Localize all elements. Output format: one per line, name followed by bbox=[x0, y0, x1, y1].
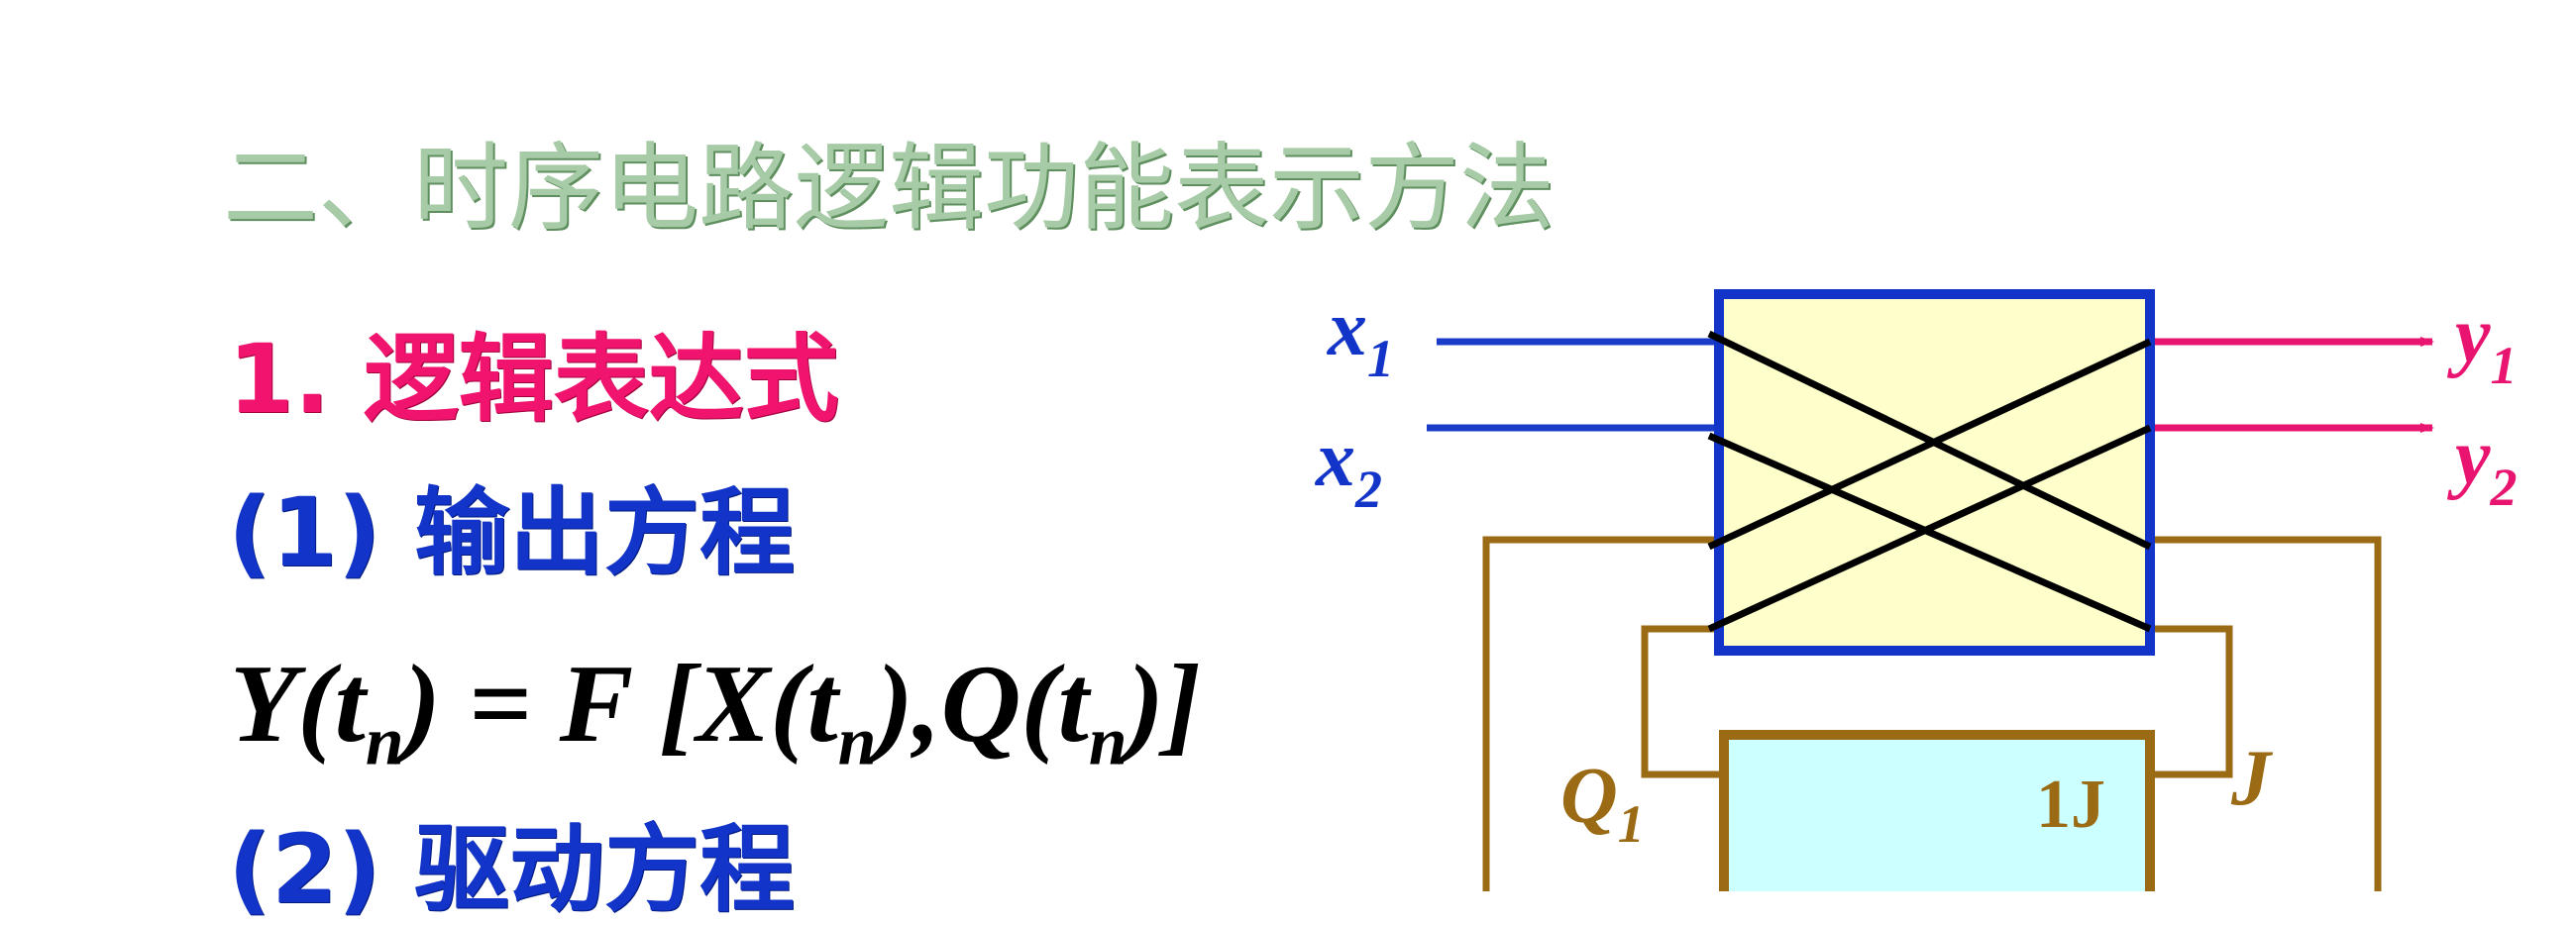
sequential-circuit-diagram: x1 x2 y1 y2 Q1 1J J bbox=[1315, 285, 2518, 891]
output-label-y2: y2 bbox=[2446, 414, 2518, 517]
feedback-wire-inner bbox=[1641, 625, 2233, 778]
feedback-wire-outer bbox=[1482, 536, 2382, 891]
flipflop-input-label: 1J bbox=[2036, 767, 2105, 843]
eq-end: )] bbox=[1127, 643, 1202, 766]
eq-q-var: ),Q(t bbox=[876, 643, 1089, 766]
flipflop-q-label: Q1 bbox=[1560, 753, 1645, 854]
eq-q-sub: n bbox=[1088, 703, 1127, 780]
input-label-x1: x1 bbox=[1327, 285, 1394, 388]
eq-mid: ) = F [ bbox=[403, 643, 697, 766]
eq-lhs-sub: n bbox=[365, 703, 404, 780]
eq-x-var: X(t bbox=[696, 643, 838, 766]
page-title: 二、时序电路逻辑功能表示方法 bbox=[223, 133, 1555, 244]
eq-lhs-var: Y bbox=[230, 643, 298, 766]
output-equation: Y(tn) = F [X(tn),Q(tn)] bbox=[230, 643, 1202, 780]
input-label-x2: x2 bbox=[1315, 416, 1382, 519]
flipflop-j-label: J bbox=[2230, 735, 2274, 822]
combinational-crossing-lines bbox=[1707, 330, 2152, 633]
flipflop-block bbox=[1719, 730, 2155, 891]
eq-x-sub: n bbox=[837, 703, 877, 780]
output-label-y1: y1 bbox=[2446, 292, 2518, 395]
subsection-output-equation: (1) 输出方程 bbox=[228, 477, 795, 588]
section-heading: 1. 逻辑表达式 bbox=[228, 324, 839, 435]
